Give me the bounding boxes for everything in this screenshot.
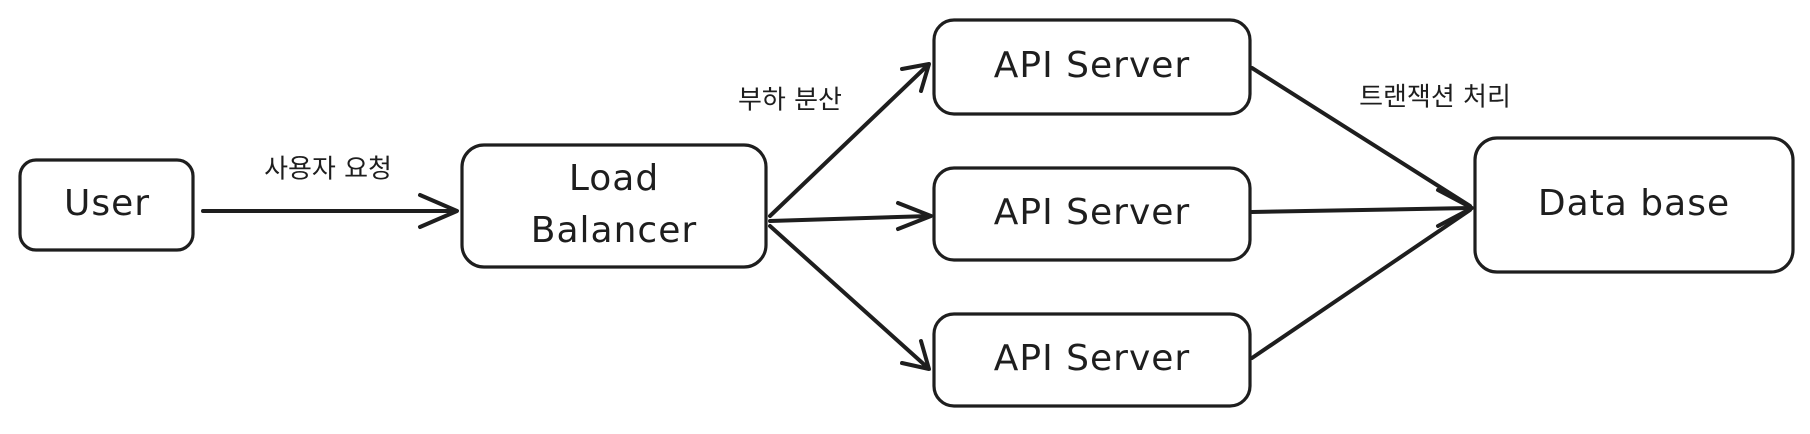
node-api-server-middle-label: API Server <box>994 192 1190 233</box>
edge-label-transaction-processing: 트랜잭션 처리 <box>1359 83 1511 113</box>
node-load-balancer: Load Balancer <box>460 143 768 269</box>
node-api-server-bottom-label: API Server <box>994 338 1190 379</box>
edge-label-load-distribution: 부하 분산 <box>738 86 842 116</box>
node-database-label: Data base <box>1538 183 1730 224</box>
node-load-balancer-label-line2: Balancer <box>531 210 697 251</box>
node-api-server-bottom: API Server <box>932 312 1252 408</box>
node-api-server-top: API Server <box>932 18 1252 116</box>
arrow-load-balancer-to-api-server-top <box>768 62 931 218</box>
node-user-label: User <box>64 183 150 224</box>
node-load-balancer-label-line1: Load <box>569 158 659 199</box>
edge-label-user-request: 사용자 요청 <box>264 155 392 185</box>
node-api-server-top-label: API Server <box>994 45 1190 86</box>
arrow-api-server-middle-to-database <box>1250 206 1472 214</box>
node-user: User <box>18 158 195 252</box>
arrow-user-to-load-balancer <box>201 193 459 229</box>
node-database: Data base <box>1473 136 1795 274</box>
arrow-api-server-top-to-database <box>1250 66 1472 208</box>
arrow-load-balancer-to-api-server-middle <box>768 201 933 231</box>
arrowhead-into-database <box>1436 188 1474 228</box>
arrow-load-balancer-to-api-server-bottom <box>768 224 931 371</box>
node-api-server-middle: API Server <box>932 166 1252 262</box>
arrow-api-server-bottom-to-database <box>1250 208 1472 360</box>
